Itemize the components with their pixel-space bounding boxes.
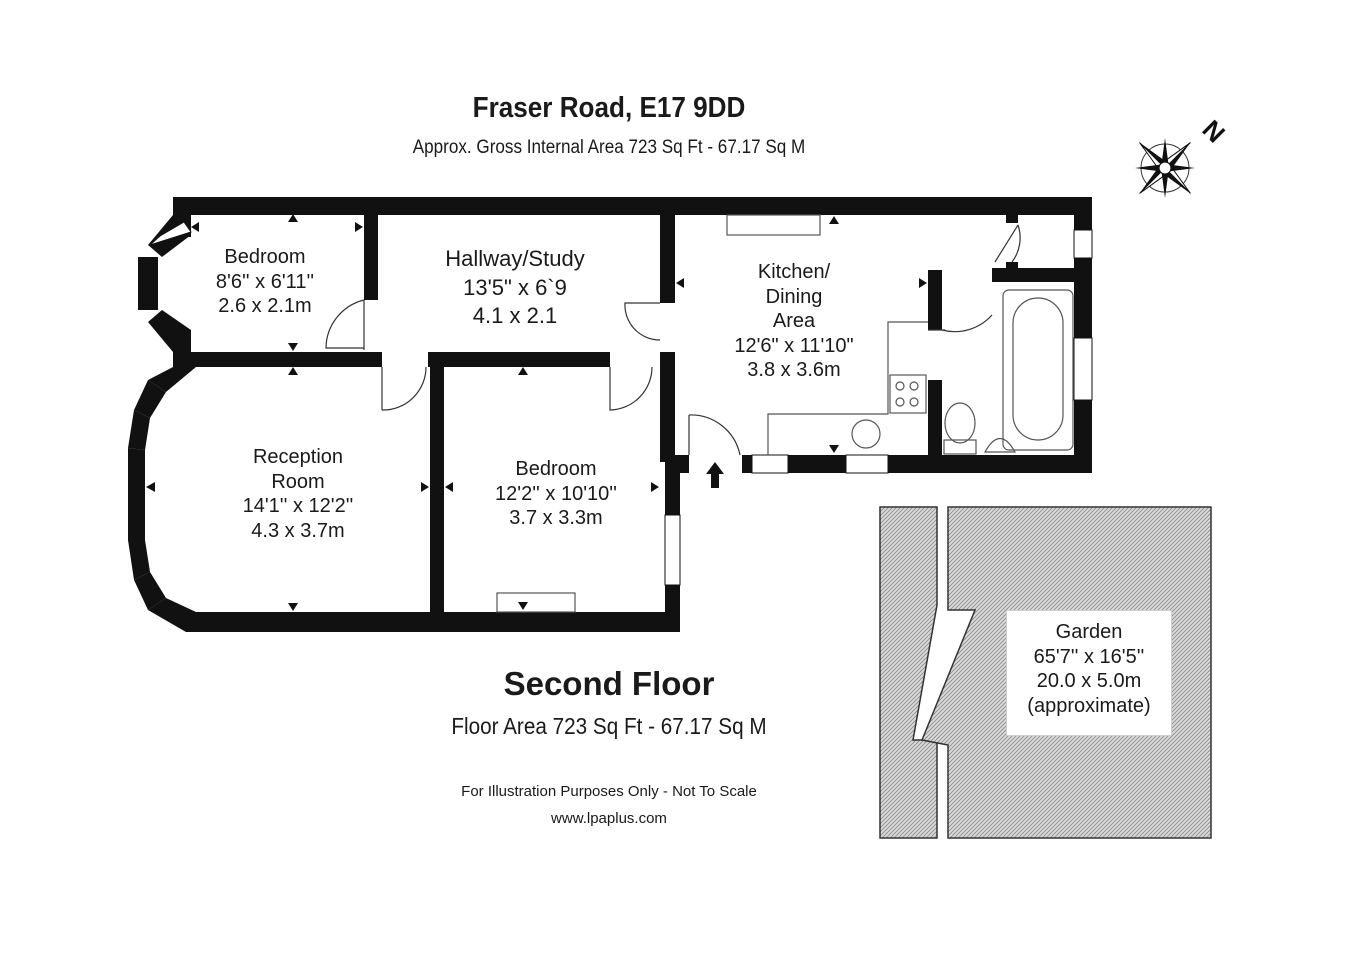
- room-name-line1: Reception: [252, 446, 344, 468]
- room-label-reception: Reception Room 14'1'' x 12'2'' 4.3 x 3.7…: [198, 445, 398, 543]
- kitchen-fixtures: [496, 214, 928, 613]
- room-metric: 4.1 x 2.1: [472, 303, 558, 328]
- room-name-line3: Area: [772, 310, 816, 332]
- room-label-hallway: Hallway/Study 13'5" x 6`9 4.1 x 2.1: [415, 245, 615, 331]
- plan-title: Fraser Road, E17 9DD: [472, 92, 746, 124]
- room-name: Hallway/Study: [445, 246, 585, 271]
- bathroom-fixtures: [943, 289, 1074, 455]
- room-name-line2: Room: [271, 470, 325, 493]
- room-metric: 2.6 x 2.1m: [218, 295, 312, 317]
- room-imperial: 14'1'' x 12'2'': [242, 495, 354, 517]
- room-metric: 20.0 x 5.0m: [1036, 670, 1142, 692]
- compass-north-label: N: [1196, 114, 1230, 148]
- room-label-kitchen: Kitchen/ Dining Area 12'6" x 11'10" 3.8 …: [694, 260, 894, 383]
- room-label-garden: Garden 65'7'' x 16'5'' 20.0 x 5.0m (appr…: [1006, 620, 1172, 718]
- dimension-arrows: [146, 214, 927, 611]
- room-imperial: 13'5" x 6`9: [463, 274, 567, 300]
- disclaimer-text: For Illustration Purposes Only - Not To …: [461, 783, 757, 800]
- bay-window-reception: [128, 367, 196, 632]
- floor-name: Second Floor: [503, 665, 715, 702]
- room-metric: 3.7 x 3.3m: [509, 507, 603, 529]
- room-imperial: 65'7'' x 16'5'': [1033, 645, 1145, 668]
- room-metric: 3.8 x 3.6m: [747, 359, 841, 381]
- bay-window-small: [138, 215, 192, 352]
- gross-area-subtitle: Approx. Gross Internal Area 723 Sq Ft - …: [412, 137, 806, 158]
- room-name: Bedroom: [224, 246, 306, 268]
- doors: [325, 224, 1021, 456]
- room-imperial: 12'2'' x 10'10'': [495, 482, 617, 505]
- room-name: Garden: [1055, 621, 1123, 643]
- room-imperial: 12'6" x 11'10": [734, 334, 854, 357]
- windows: [664, 229, 1093, 586]
- room-metric: 4.3 x 3.7m: [251, 519, 345, 542]
- website-text: www.lpaplus.com: [551, 810, 667, 827]
- room-name-line1: Kitchen/: [757, 261, 831, 283]
- room-name-line2: Dining: [765, 285, 823, 308]
- room-name: Bedroom: [515, 458, 597, 480]
- room-label-bedroom-large: Bedroom 12'2'' x 10'10'' 3.7 x 3.3m: [456, 457, 656, 531]
- entrance-arrow-icon: [706, 462, 724, 488]
- walls: [173, 197, 1092, 632]
- room-label-bedroom-small: Bedroom 8'6'' x 6'11'' 2.6 x 2.1m: [185, 245, 345, 319]
- compass-icon: [1135, 138, 1195, 198]
- garden-label-box: [1006, 610, 1172, 736]
- room-imperial: 8'6'' x 6'11'': [215, 270, 315, 293]
- floor-area: Floor Area 723 Sq Ft - 67.17 Sq M: [451, 713, 767, 739]
- room-note: (approximate): [1027, 694, 1151, 717]
